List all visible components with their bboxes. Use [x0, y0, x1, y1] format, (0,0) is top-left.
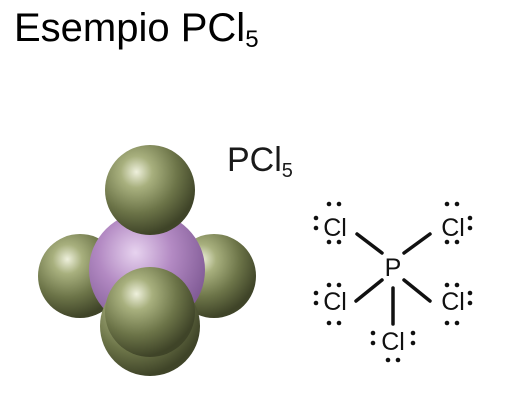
bond-lower-left: [354, 278, 384, 303]
lone-pair-dots: [313, 201, 473, 363]
chlorine-sphere-top: [105, 145, 195, 235]
bond-upper-right: [402, 232, 432, 255]
chlorine-label-bottom: Cl: [381, 328, 405, 356]
slide-title-subscript: 5: [245, 26, 259, 53]
chlorine-label-lower-left: Cl: [323, 288, 347, 316]
phosphorus-atom-label: P: [385, 254, 402, 282]
bond-lower-right: [402, 278, 432, 303]
figure-formula-subscript: 5: [281, 160, 293, 182]
slide-title-text: Esempio PCl: [14, 6, 246, 50]
space-filling-model: [38, 145, 256, 376]
bond-upper-left: [355, 232, 384, 255]
figure-formula-text: PCl: [227, 141, 282, 179]
lewis-structure: P Cl Cl Cl Cl Cl: [313, 201, 473, 363]
chlorine-label-upper-left: Cl: [323, 214, 347, 242]
chlorine-sphere-bottom-front: [105, 267, 195, 357]
chlorine-label-lower-right: Cl: [441, 288, 465, 316]
chlorine-label-upper-right: Cl: [441, 214, 465, 242]
bond-lines: [354, 232, 432, 326]
slide-title: Esempio PCl5: [14, 5, 259, 53]
figure-formula-label: PCl5: [227, 140, 293, 182]
